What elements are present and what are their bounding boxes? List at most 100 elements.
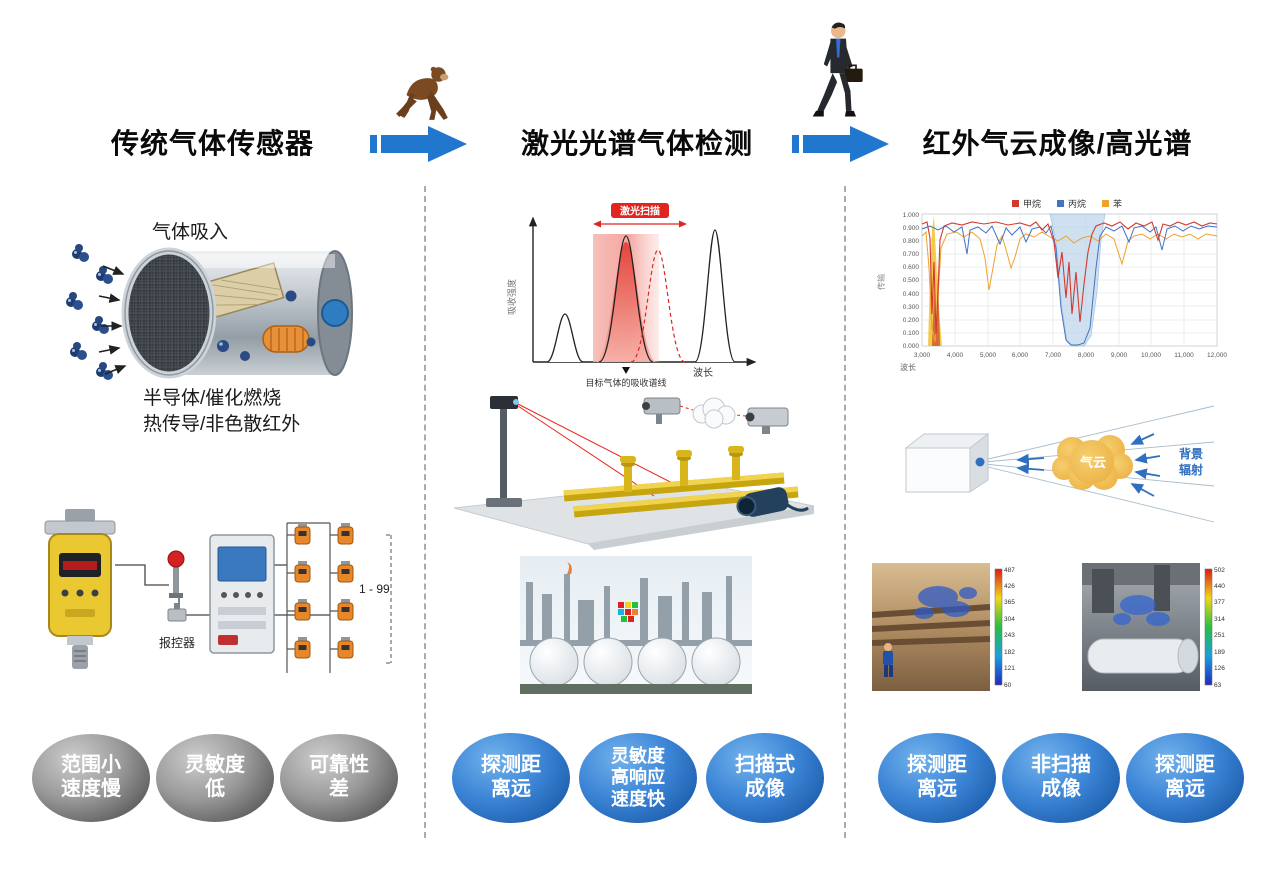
svg-text:304: 304 (1004, 616, 1015, 623)
svg-text:12,000: 12,000 (1207, 352, 1227, 359)
structures-b (1082, 563, 1200, 613)
riser (676, 450, 692, 486)
svg-text:0.700: 0.700 (903, 251, 920, 258)
badge-line: 成像 (1041, 778, 1081, 800)
limitation-badge-reliability: 可靠性 差 (280, 734, 398, 822)
badge-line: 探测距 (907, 754, 967, 777)
svg-text:0.800: 0.800 (903, 238, 920, 245)
svg-text:182: 182 (1004, 649, 1015, 656)
riser (728, 446, 744, 480)
svg-text:9,000: 9,000 (1111, 352, 1128, 359)
advantage-badge-scanning: 扫描式 成像 (706, 733, 824, 823)
gas-plume-overlay-b (1113, 595, 1170, 626)
badge-line: 高响应 (611, 767, 665, 788)
chart-x-label: 波长 (900, 362, 916, 372)
column-divider-2 (844, 186, 846, 838)
advantage-badge-distance: 探测距 离远 (452, 733, 570, 823)
svg-text:426: 426 (1004, 583, 1015, 590)
traditional-sensor-illustration (66, 244, 353, 380)
column-title-traditional: 传统气体传感器 (110, 128, 314, 159)
svg-text:8,000: 8,000 (1078, 352, 1095, 359)
badge-line: 灵敏度 (185, 754, 245, 777)
imager-device (904, 432, 990, 493)
benzene-curve (921, 230, 1218, 343)
detector-network (286, 522, 354, 673)
advantage-badge-distance-ir-2: 探测距 离远 (1126, 733, 1244, 823)
svg-text:377: 377 (1214, 599, 1225, 606)
gas-molecules (66, 244, 113, 380)
evolution-arrow-2 (792, 126, 889, 162)
gas-puff-cloud (692, 397, 736, 429)
svg-text:0.600: 0.600 (903, 264, 920, 271)
badge-line: 离远 (1165, 778, 1205, 800)
sphere-tanks (529, 637, 741, 687)
badge-line: 离远 (491, 778, 531, 800)
svg-text:0.500: 0.500 (903, 277, 920, 284)
scan-arrowhead-left (593, 220, 601, 228)
absorption-peak-3 (694, 229, 736, 363)
cloud-label: 气云 (1080, 455, 1106, 470)
radiation-label-line1: 背景 (1179, 446, 1203, 461)
svg-text:5,000: 5,000 (980, 352, 997, 359)
gas-leak-overlay (618, 602, 638, 622)
gas-cloud-imaging-illustration: 气云 背景 辐射 (904, 405, 1215, 523)
badge-line: 可靠性 (309, 754, 369, 777)
ir-camera (736, 487, 809, 517)
color-scale-a (994, 568, 1003, 686)
caption-line: 半导体/催化燃烧 (143, 388, 282, 409)
gas-detector-device (44, 509, 116, 669)
propane-curve (921, 224, 1218, 346)
scan-label-box (611, 203, 669, 218)
svg-text:1.000: 1.000 (903, 212, 920, 219)
badge-line: 非扫描 (1031, 754, 1091, 777)
legend-label-propane: 丙烷 (1068, 198, 1086, 209)
worker-figure (883, 643, 893, 677)
svg-text:4,000: 4,000 (947, 352, 964, 359)
chart-y-label: 传输 (876, 274, 886, 290)
flare-flame (567, 562, 572, 574)
svg-text:0.200: 0.200 (903, 317, 920, 324)
chimpanzee-icon (396, 66, 449, 120)
limitation-badge-sensitivity: 灵敏度 低 (156, 734, 274, 822)
evolution-arrow-1 (370, 126, 467, 162)
badge-line: 扫描式 (735, 754, 795, 777)
scanned-peak-dashed (630, 249, 686, 363)
ground-strip (520, 684, 752, 694)
refinery-photo (520, 556, 752, 694)
limitation-badge-range: 范围小 速度慢 (32, 734, 150, 822)
badge-line: 探测距 (1155, 754, 1215, 777)
laser-mast (486, 396, 522, 507)
badge-line: 灵敏度 (611, 746, 665, 767)
svg-text:60: 60 (1004, 682, 1012, 689)
column-divider-1 (424, 186, 426, 838)
legend-label-methane: 甲烷 (1023, 198, 1041, 209)
badge-line: 成像 (745, 778, 785, 800)
walking-businessman-icon (812, 22, 863, 117)
svg-text:7,000: 7,000 (1045, 352, 1062, 359)
column-title-infrared: 红外气云成像/高光谱 (922, 128, 1193, 159)
svg-text:502: 502 (1214, 567, 1225, 574)
legend-label-benzene: 苯 (1113, 198, 1122, 209)
intake-arrows (98, 265, 127, 375)
legend-swatch-propane (1057, 200, 1064, 207)
legend-swatch-benzene (1102, 200, 1109, 207)
advantage-badge-sensitivity: 灵敏度 高响应 速度快 (579, 733, 697, 823)
caption-line: 热传导/非色散红外 (143, 413, 301, 435)
target-marker (622, 367, 630, 374)
valve-icon (167, 603, 187, 622)
badge-line: 速度慢 (61, 778, 121, 800)
detector-network-illustration: 报控器 1 - 99 (44, 509, 392, 673)
spectrum-x-label: 波长 (693, 366, 713, 379)
svg-text:63: 63 (1214, 682, 1222, 689)
open-path-devices (642, 397, 789, 434)
absorption-peak-1 (546, 313, 584, 363)
svg-text:0.900: 0.900 (903, 225, 920, 232)
wiring (115, 564, 330, 616)
badge-line: 离远 (917, 778, 957, 800)
svg-text:126: 126 (1214, 665, 1225, 672)
transmission-spectrum-chart: 甲烷 丙烷 苯 1.000 0.900 0.800 0.700 0.600 0.500… (876, 198, 1227, 372)
advantage-badge-distance-ir: 探测距 离远 (878, 733, 996, 823)
